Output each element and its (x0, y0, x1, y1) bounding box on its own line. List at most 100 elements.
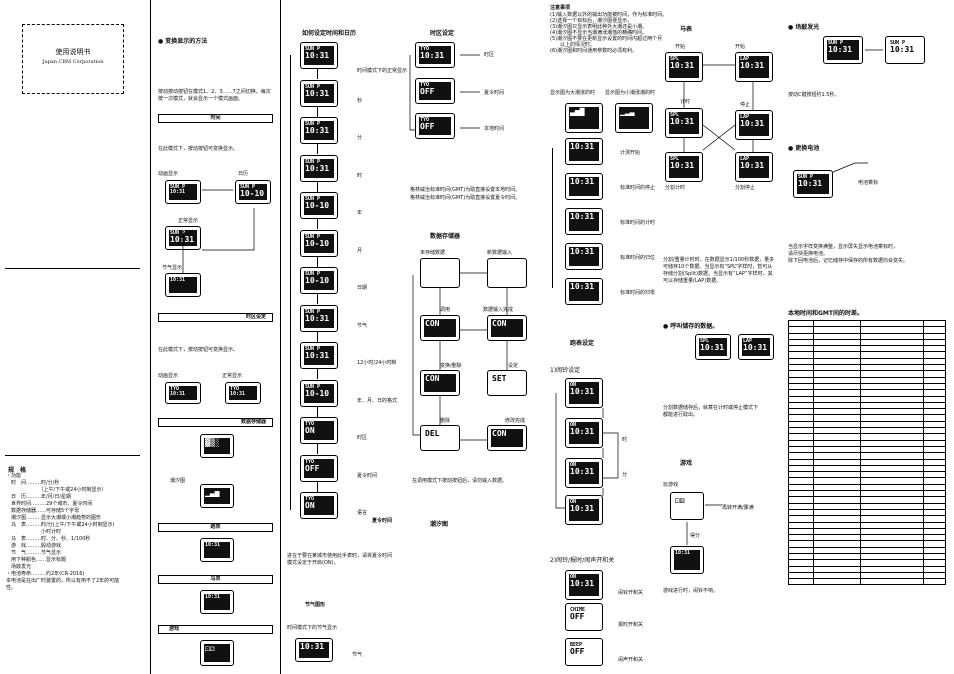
table-cell (787, 489, 815, 498)
table-row (787, 464, 946, 473)
timer-split-stop: 分割停止 (735, 185, 756, 191)
spec-line: 时 间………时/分/秒 (6, 480, 60, 486)
chime-onoff: 报时开和关 (618, 622, 644, 628)
table-row (787, 319, 946, 328)
mem-note: 在调用模式下按动按钮后，请勿输入数据。 (412, 478, 508, 484)
setting-step-label: 节气 (357, 322, 368, 329)
normal-label: 正常显示 (178, 218, 199, 224)
screen-line: 10:31 (305, 351, 330, 360)
screen-line: SUN P (305, 121, 321, 127)
table-cell (787, 319, 815, 328)
section-bar-time: 时间 (158, 114, 273, 123)
setting-step-label: 年 (357, 210, 363, 216)
table-cell (787, 370, 815, 378)
table-row (787, 414, 946, 422)
table-cell (787, 477, 815, 485)
table-cell (813, 370, 862, 378)
down-arrow-icon (317, 256, 318, 267)
table-cell (923, 433, 946, 441)
table-cell (923, 408, 946, 416)
table-cell (923, 370, 946, 378)
divider (5, 455, 140, 456)
dst-text-1: 进在于要在某城市使用此手表时，请将夏令时间 (287, 553, 393, 559)
battery-text-3: 除下回电池后，记忆储存中保存的所有数据均会变失。 (788, 258, 909, 264)
table-cell (787, 464, 815, 473)
table-cell (923, 471, 946, 479)
down-arrow-icon (317, 219, 318, 229)
spec-line: 节 气………节气显示 (6, 550, 62, 556)
battery-label: 电池乘标 (858, 180, 879, 186)
watch-face (420, 258, 460, 288)
setting-step-label: 12小时/24小时制 (357, 360, 397, 366)
alarm-arrows (555, 393, 619, 509)
table-cell (813, 420, 862, 429)
timer-text-2: 可储存10个数据。当显示有“SPL”字样时，暂可从 (663, 264, 773, 270)
table-row (787, 427, 946, 435)
table-cell (923, 414, 946, 422)
stop-step-label: 计测开始 (620, 150, 641, 156)
table-cell (813, 452, 862, 460)
mem-arrows (412, 272, 508, 441)
setting-step-label: 日期 (357, 285, 368, 291)
table-cell (813, 483, 862, 492)
timer-count: 计时 (680, 99, 691, 105)
table-cell (813, 471, 862, 479)
screen-line: 10:31 (570, 282, 595, 291)
tz-label-local: 本地时间 (484, 126, 505, 132)
table-cell (787, 332, 815, 340)
table-row (787, 483, 946, 492)
watch-face: ▁▃▅ (200, 484, 234, 508)
watch-face: CON (487, 315, 527, 341)
cover-company: Japan CBM Corporation (42, 59, 104, 65)
watch-face: 10:31 (200, 538, 234, 562)
table-cell (923, 319, 946, 328)
notes-title: 注意事项 (550, 5, 571, 11)
table-cell (923, 445, 946, 454)
table-row (787, 477, 946, 485)
spec-line: ・电池寿命………约2年(CR-2016) (6, 571, 85, 577)
screen-line: 10:31 (305, 126, 330, 135)
table-row (787, 338, 946, 347)
spec-line: 潮汐图………显示大潮或小潮趋势的图形 (6, 515, 102, 521)
note-line: (3)潮汐图只显示表明此种外大潮还是小潮。 (550, 24, 648, 30)
mem-label-delete: 删除 (440, 418, 451, 424)
table-row (787, 364, 946, 372)
note-line: (4)潮汐图不显示当潮满涨潮落的精确时间。 (550, 30, 648, 36)
table-row (787, 502, 946, 510)
table-cell (787, 389, 815, 397)
screen-line: SUN P (305, 46, 321, 52)
table-cell (813, 395, 862, 403)
table-cell (787, 578, 815, 586)
notes-list: (1)输入数据以外的输出功能被时间，作为标准时间。 (2)选择一个目标后，潮汐图… (550, 12, 667, 54)
table-cell (813, 364, 862, 372)
spec-line: 游 戏………骰动游戏 (6, 543, 62, 549)
tz-text: 在此模式下，按动按钮可变换显示。 (158, 347, 239, 353)
table-row (787, 401, 946, 410)
tz-heading: 时区设定 (430, 30, 455, 37)
gmt-offset-table (787, 319, 946, 586)
watch-face: CON (420, 315, 460, 341)
down-arrow-icon (317, 331, 318, 342)
setting-step-label: 年、月、日的格式 (357, 397, 398, 404)
watch-face: CON (420, 370, 460, 396)
spec-line: （上午/下午或24小时制显示） (6, 487, 107, 493)
table-cell (923, 395, 946, 403)
spec-list: ・功能 时 间………时/分/秒 （上午/下午或24小时制显示） 日 历………年/… (6, 473, 119, 592)
table-cell (923, 578, 946, 586)
solar-caption: 节气 (352, 652, 363, 658)
watch-face: 10:31 (565, 138, 603, 165)
section-bar-data: 数据存储器 (158, 418, 273, 427)
